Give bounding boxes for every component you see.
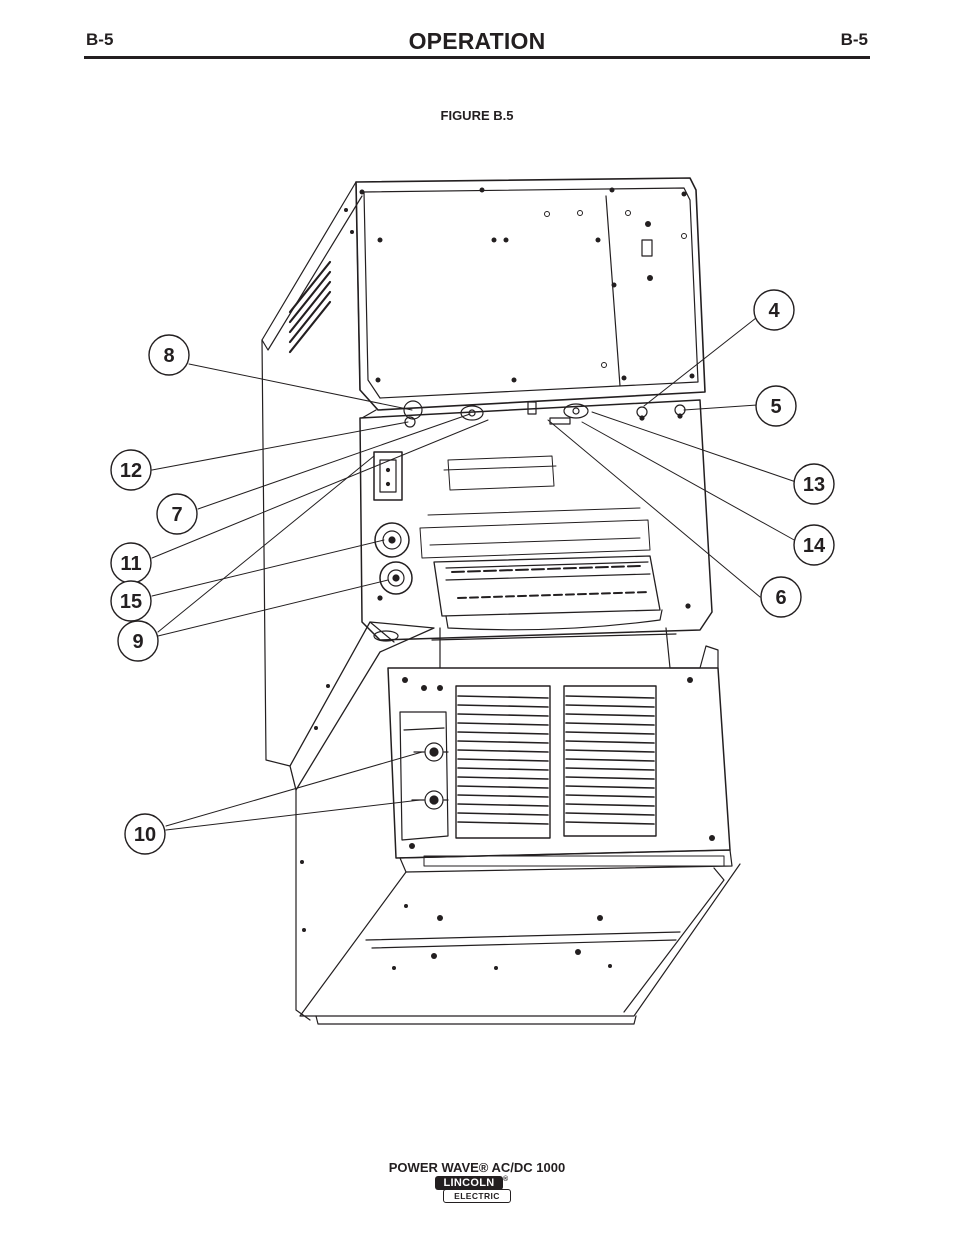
grille-slat [565, 704, 655, 708]
callout-15: 15 [110, 580, 152, 622]
callout-7: 7 [156, 493, 198, 535]
callout-10: 10 [124, 813, 166, 855]
svg-text:12: 12 [120, 460, 142, 482]
lower-case [289, 621, 741, 1025]
grille-slat [457, 704, 549, 708]
grille-slat [565, 812, 655, 816]
grille-slat [457, 695, 549, 699]
callout-13: 13 [793, 463, 835, 505]
grille-slat [565, 713, 655, 717]
logo-bottom-text: ELECTRIC [443, 1189, 511, 1203]
grille-slat [565, 695, 655, 699]
svg-text:14: 14 [803, 535, 826, 557]
grille-slat [565, 749, 655, 753]
page-number-right: B-5 [840, 30, 868, 49]
leader-lines [151, 317, 797, 831]
callout-11: 11 [110, 542, 152, 584]
grille-slat [457, 821, 549, 825]
svg-text:9: 9 [132, 631, 143, 653]
grille-slat [457, 731, 549, 735]
section-title: OPERATION [408, 28, 546, 54]
grille-slat [565, 785, 655, 789]
svg-text:11: 11 [120, 553, 141, 575]
product-name: POWER WAVE® AC/DC 1000 [388, 1160, 566, 1175]
grille-slat [457, 794, 549, 798]
grille-slat [457, 740, 549, 744]
svg-text:7: 7 [171, 504, 182, 526]
figure-caption: FIGURE B.5 [440, 108, 514, 123]
callout-4: 4 [753, 289, 795, 331]
grille-slat [457, 812, 549, 816]
grille-slat [565, 758, 655, 762]
grille-slat [565, 740, 655, 744]
svg-text:6: 6 [775, 587, 786, 609]
svg-text:8: 8 [163, 345, 174, 367]
callouts: 8 12 7 11 15 9 10 4 5 13 14 6 [110, 289, 835, 855]
grille-slat [565, 767, 655, 771]
callout-12: 12 [110, 449, 152, 491]
svg-text:15: 15 [120, 591, 142, 613]
callout-9: 9 [117, 620, 159, 662]
svg-text:5: 5 [770, 396, 781, 418]
grille-slat [565, 722, 655, 726]
grille-slat [565, 803, 655, 807]
logo-top-text: LINCOLN [435, 1176, 503, 1190]
grille-slat [565, 731, 655, 735]
grille-slat [457, 758, 549, 762]
callout-5: 5 [755, 385, 797, 427]
grille-slat [457, 767, 549, 771]
page-number-left: B-5 [86, 30, 114, 49]
svg-text:10: 10 [134, 824, 156, 846]
top-cover [261, 177, 706, 767]
grille-slat [457, 776, 549, 780]
grille-slat [565, 821, 655, 825]
front-panel [359, 399, 713, 641]
grille-slat [457, 785, 549, 789]
grille-slat [565, 794, 655, 798]
callout-8: 8 [148, 334, 190, 376]
logo-registered-mark: ® [503, 1176, 509, 1183]
grille-slat [457, 803, 549, 807]
lincoln-electric-logo: LINCOLN ® ELECTRIC [433, 1176, 511, 1204]
grille-slat [457, 749, 549, 753]
callout-14: 14 [793, 524, 835, 566]
svg-text:4: 4 [768, 300, 780, 322]
grille-slat [457, 713, 549, 717]
svg-text:13: 13 [803, 474, 825, 496]
grille-slat [457, 722, 549, 726]
grille-slat [565, 776, 655, 780]
header-rule [84, 56, 870, 59]
callout-6: 6 [760, 576, 802, 618]
